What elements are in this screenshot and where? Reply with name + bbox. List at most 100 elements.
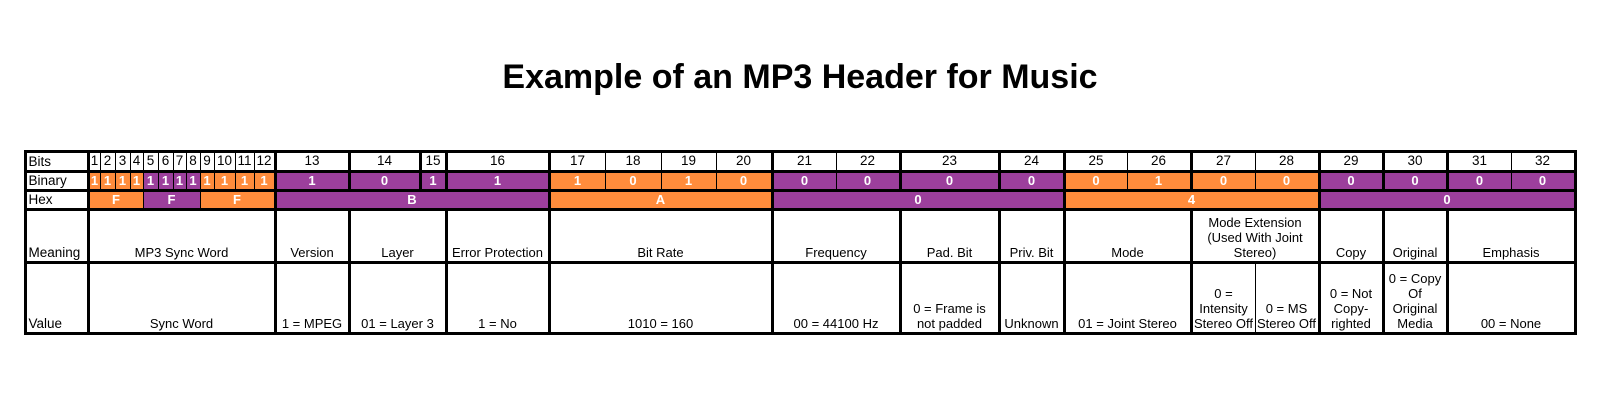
bit-number: 32 [1511,152,1574,170]
binary-bit: 0 [1255,172,1318,189]
value-cell: 0 = Not Copy-righted [1320,263,1382,332]
bit-number: 28 [1255,152,1318,170]
row-label-meaning: Meaning [26,210,87,261]
binary-bit: 1 [115,172,130,189]
value-cell: 00 = 44100 Hz [773,263,899,332]
value-cell: Unknown [1000,263,1063,332]
bit-number: 24 [1000,152,1063,170]
value-cell: 0 = MS Stereo Off [1255,263,1318,332]
binary-bit: 0 [1384,172,1446,189]
meaning-cell: Frequency [773,210,899,261]
binary-bit: 0 [901,172,998,189]
bit-number: 31 [1448,152,1511,170]
value-cell: 1 = MPEG [276,263,348,332]
meaning-cell: Pad. Bit [901,210,998,261]
bit-number: 7 [173,152,186,170]
bit-number: 19 [661,152,716,170]
bit-number: 21 [773,152,836,170]
value-cell: Sync Word [89,263,274,332]
binary-bit: 1 [254,172,274,189]
binary-bit: 1 [214,172,235,189]
value-cell: 0 = Frame is not padded [901,263,998,332]
binary-bit: 1 [1127,172,1190,189]
binary-bit: 0 [350,172,419,189]
meaning-cell: MP3 Sync Word [89,210,274,261]
bit-number: 23 [901,152,998,170]
binary-bit: 0 [1511,172,1574,189]
hex-digit: A [550,191,771,208]
value-cell: 0 = Copy Of Original Media [1384,263,1446,332]
hex-digit: F [143,191,200,208]
binary-bit: 1 [235,172,254,189]
bit-number: 4 [130,152,143,170]
bit-number: 8 [186,152,200,170]
bit-number: 29 [1320,152,1382,170]
bit-number: 16 [447,152,548,170]
bit-number: 1 [89,152,100,170]
value-cell: 0 = Intensity Stereo Off [1192,263,1255,332]
bit-number: 5 [143,152,158,170]
bit-number: 11 [235,152,254,170]
binary-bit: 0 [1320,172,1382,189]
bit-number: 12 [254,152,274,170]
binary-bit: 1 [89,172,100,189]
binary-bit: 0 [1448,172,1511,189]
bit-number: 9 [200,152,214,170]
hex-digit: F [89,191,143,208]
binary-bit: 1 [550,172,605,189]
bit-number: 10 [214,152,235,170]
row-label-binary: Binary [26,172,87,189]
meaning-cell: Priv. Bit [1000,210,1063,261]
binary-bit: 0 [1192,172,1255,189]
row-label-value: Value [26,263,87,332]
meaning-cell: Original [1384,210,1446,261]
meaning-cell: Error Protection [447,210,548,261]
binary-bit: 1 [200,172,214,189]
meaning-cell: Mode [1065,210,1190,261]
bit-number: 26 [1127,152,1190,170]
meaning-cell: Version [276,210,348,261]
binary-bit: 1 [100,172,115,189]
bit-number: 30 [1384,152,1446,170]
binary-bit: 0 [1065,172,1127,189]
meaning-cell: Mode Extension (Used With Joint Stereo) [1192,210,1318,261]
bit-number: 18 [605,152,661,170]
binary-bit: 0 [716,172,771,189]
bit-number: 27 [1192,152,1255,170]
bit-number: 3 [115,152,130,170]
value-cell: 00 = None [1448,263,1574,332]
binary-bit: 1 [447,172,548,189]
diagram-title: Example of an MP3 Header for Music [502,58,1098,96]
binary-bit: 1 [130,172,143,189]
bit-number: 14 [350,152,419,170]
value-cell: 1 = No [447,263,548,332]
binary-bit: 1 [661,172,716,189]
bit-number: 13 [276,152,348,170]
row-label-bits: Bits [26,152,87,170]
bit-number: 17 [550,152,605,170]
binary-bit: 1 [173,172,186,189]
binary-bit: 0 [773,172,836,189]
bit-number: 22 [836,152,899,170]
binary-bit: 0 [1000,172,1063,189]
meaning-cell: Copy [1320,210,1382,261]
bit-number: 2 [100,152,115,170]
bit-number: 25 [1065,152,1127,170]
bit-number: 15 [421,152,445,170]
row-label-hex: Hex [26,191,87,208]
hex-digit: B [276,191,548,208]
value-cell: 01 = Joint Stereo [1065,263,1190,332]
binary-bit: 0 [836,172,899,189]
bit-number: 6 [158,152,173,170]
binary-bit: 1 [186,172,200,189]
value-cell: 01 = Layer 3 [350,263,445,332]
meaning-cell: Emphasis [1448,210,1574,261]
bit-number: 20 [716,152,771,170]
binary-bit: 0 [605,172,661,189]
hex-digit: 4 [1065,191,1318,208]
meaning-cell: Layer [350,210,445,261]
hex-digit: 0 [773,191,1063,208]
binary-bit: 1 [158,172,173,189]
binary-bit: 1 [276,172,348,189]
